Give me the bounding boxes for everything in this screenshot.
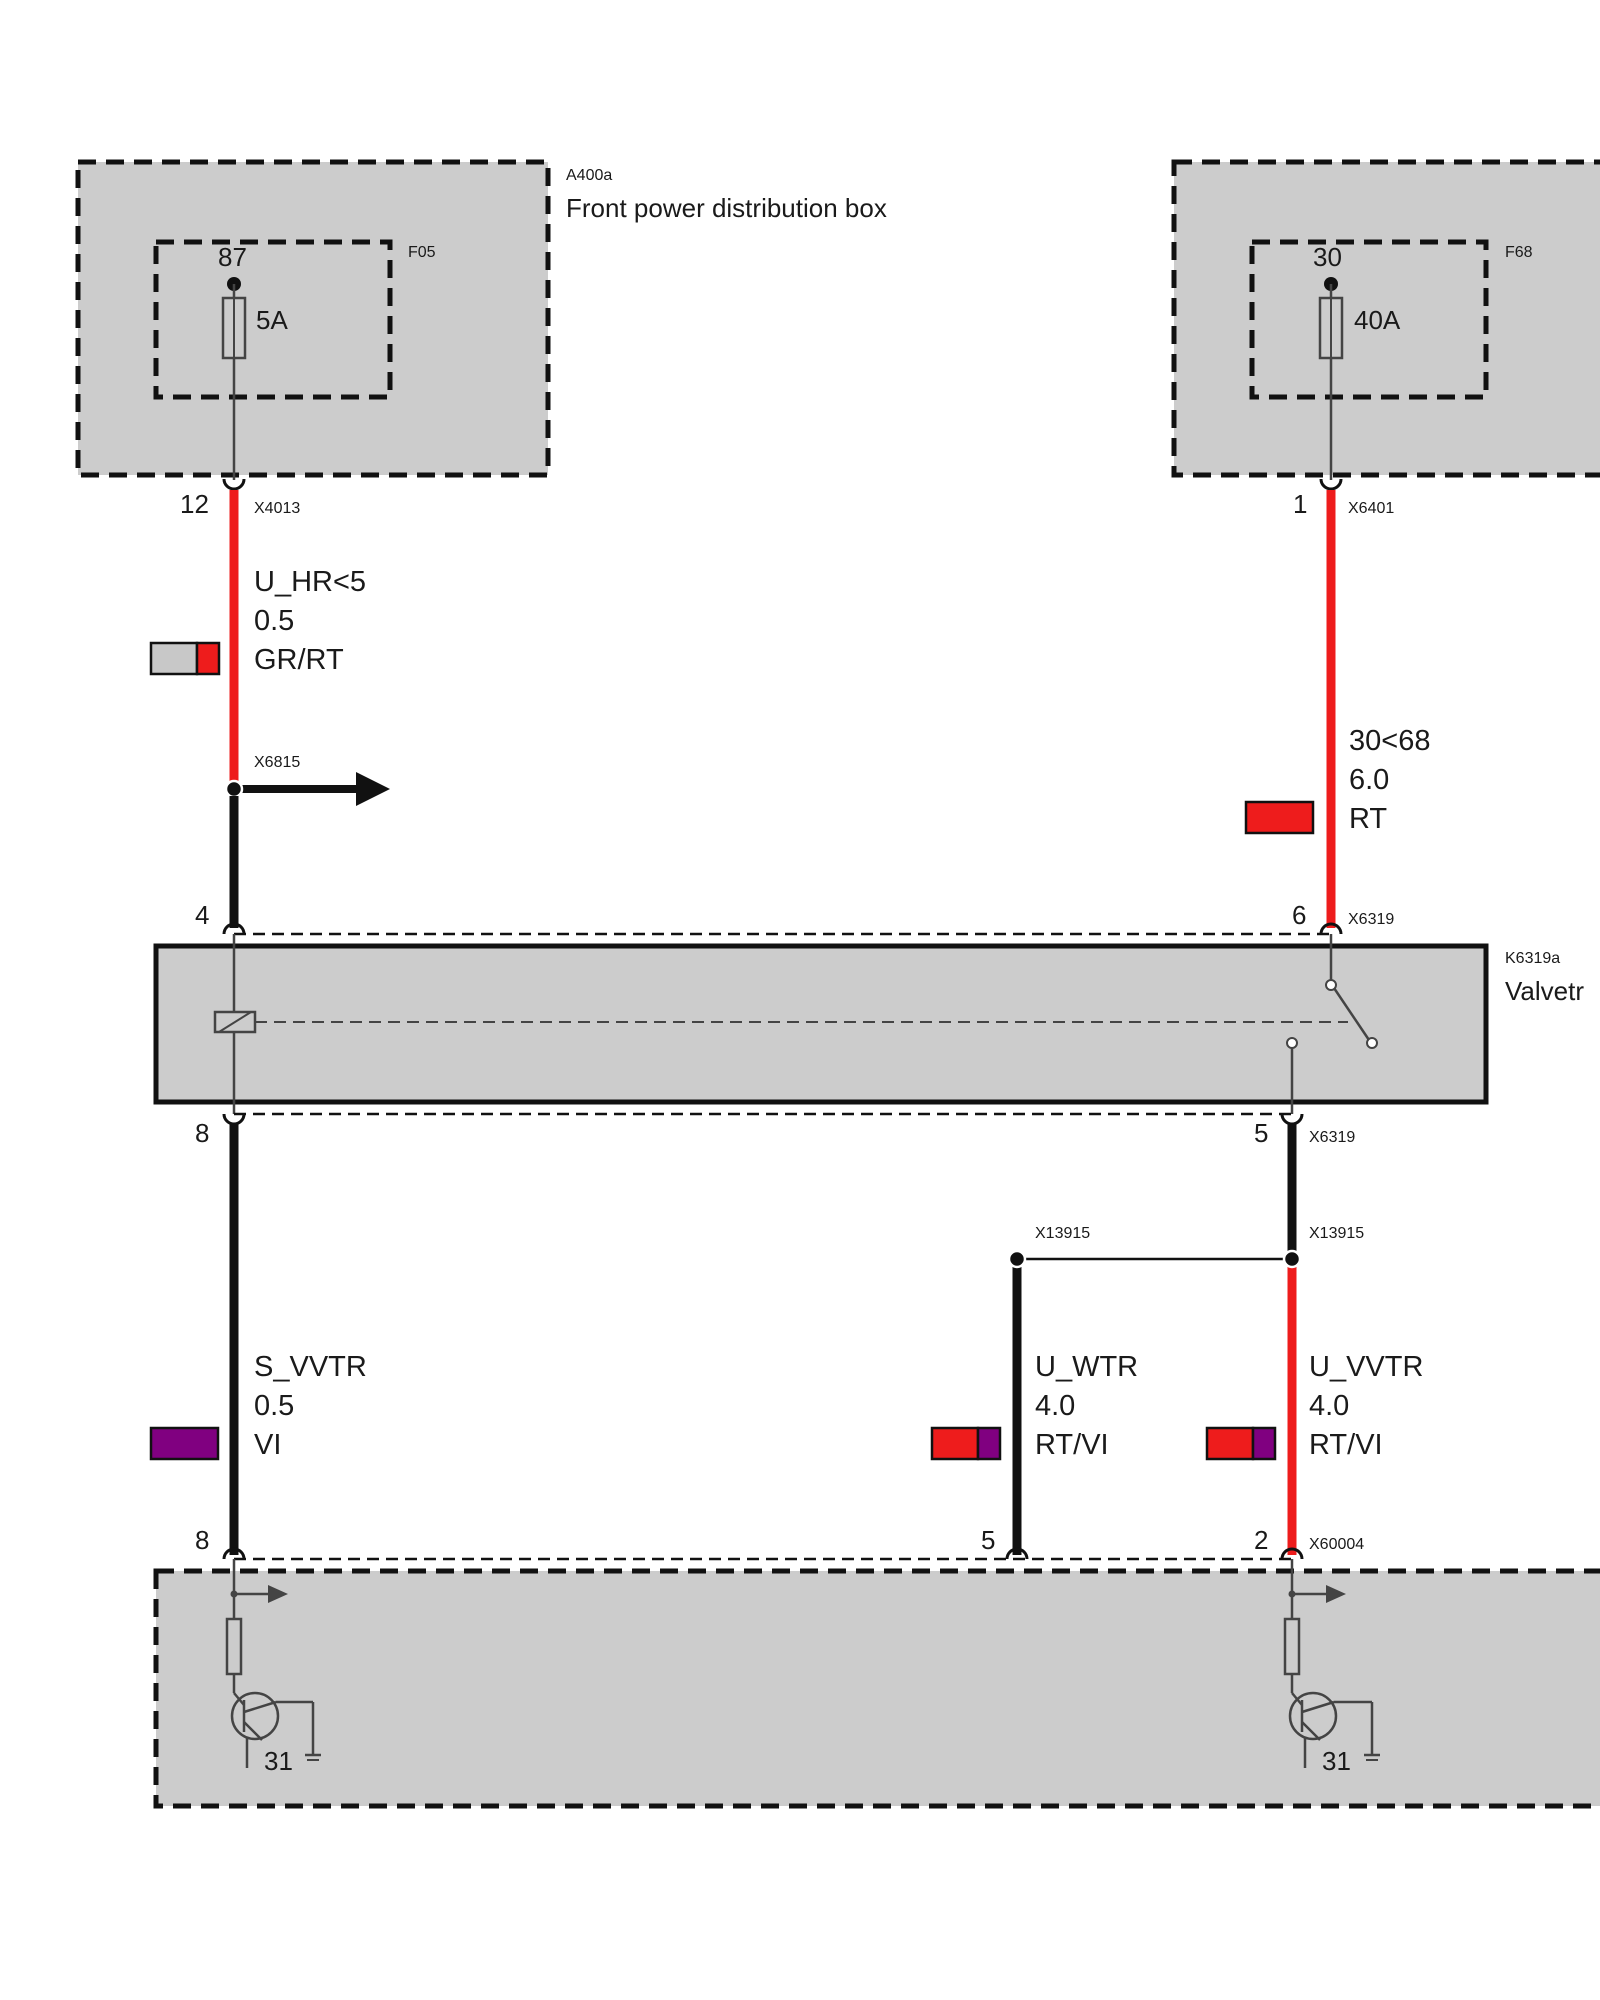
wire-30-68-gauge: 6.0 bbox=[1349, 764, 1389, 796]
ecu-module bbox=[153, 1568, 1600, 1809]
connector-x6401-pin: 1 bbox=[1293, 489, 1307, 519]
relay-pin-6-symbol bbox=[1319, 922, 1343, 935]
wire-30-68-signal: 30<68 bbox=[1349, 725, 1430, 757]
ecu-pin-5-label: 5 bbox=[981, 1525, 995, 1555]
ecu-pin-2-connector-id: X60004 bbox=[1309, 1536, 1364, 1553]
fuse-f68-housing bbox=[1249, 239, 1489, 400]
fuse-f05-rating: 5A bbox=[256, 305, 288, 335]
wire-30-68-color-swatch bbox=[1244, 800, 1315, 835]
relay-pin-6-label: 6 bbox=[1292, 900, 1306, 930]
relay-pin-6-connector-id: X6319 bbox=[1348, 911, 1394, 928]
wire-s-vvtr-gauge: 0.5 bbox=[254, 1390, 294, 1422]
fuse-box-left bbox=[75, 159, 551, 478]
relay-pin-5-connector-id: X6319 bbox=[1309, 1129, 1355, 1146]
wire-u-vvtr-signal: U_VVTR bbox=[1309, 1351, 1423, 1383]
relay-switch-open-contact bbox=[1366, 1037, 1378, 1049]
wire-u-vvtr-color-swatch bbox=[1205, 1426, 1277, 1461]
fuse-box-left-title: Front power distribution box bbox=[566, 193, 887, 223]
connector-x4013-symbol bbox=[222, 478, 246, 491]
relay-id: K6319a bbox=[1505, 950, 1560, 967]
splice-x13915-right-id: X13915 bbox=[1309, 1225, 1364, 1242]
ecu-pin-8-symbol bbox=[222, 1547, 246, 1560]
wire-u-hr-5-color-code: GR/RT bbox=[254, 644, 344, 676]
wire-s-vvtr-color-code: VI bbox=[254, 1429, 281, 1461]
wire-u-vvtr-color-code: RT/VI bbox=[1309, 1429, 1383, 1461]
wire-u-wtr-signal: U_WTR bbox=[1035, 1351, 1138, 1383]
relay-switch-blade bbox=[1332, 987, 1371, 1041]
ecu-pin-2-label: 2 bbox=[1254, 1525, 1268, 1555]
fuse-f05-housing bbox=[153, 239, 393, 400]
fuse-box-left-id: A400a bbox=[566, 167, 612, 184]
relay-housing bbox=[153, 943, 1489, 1105]
relay-pin-4-symbol bbox=[222, 922, 246, 935]
fuse-f05-pin: 87 bbox=[218, 242, 247, 272]
relay-pin-4-label: 4 bbox=[195, 900, 209, 930]
splice-x13915-right-node bbox=[1282, 1249, 1302, 1269]
fuse-box-right bbox=[1171, 159, 1600, 478]
wire-s-vvtr-color-swatch bbox=[149, 1426, 220, 1461]
ecu-ground-left-label: 31 bbox=[264, 1746, 293, 1776]
relay-coil-winding bbox=[218, 1011, 252, 1033]
splice-x13915-mid-id: X13915 bbox=[1035, 1225, 1090, 1242]
relay-pin-5-symbol bbox=[1280, 1113, 1304, 1126]
relay-title: Valvetr bbox=[1505, 976, 1584, 1006]
ecu-pin-2-symbol bbox=[1280, 1547, 1304, 1560]
ecu-pin-5-symbol bbox=[1005, 1547, 1029, 1560]
ecu-driver-stage-left bbox=[225, 1559, 321, 1768]
relay-pin-8-label: 8 bbox=[195, 1118, 209, 1148]
fuse-f68-id: F68 bbox=[1505, 244, 1533, 261]
splice-x6815-id: X6815 bbox=[254, 754, 300, 771]
splice-x6815-arrow bbox=[356, 772, 390, 806]
relay-switch-common-contact bbox=[1325, 979, 1337, 991]
wire-30-68-color-code: RT bbox=[1349, 803, 1387, 835]
ecu-pin-8-label: 8 bbox=[195, 1525, 209, 1555]
connector-x6401-id: X6401 bbox=[1348, 500, 1394, 517]
connector-x4013-pin: 12 bbox=[180, 489, 209, 519]
wire-u-hr-5-signal: U_HR<5 bbox=[254, 566, 366, 598]
connector-x4013-id: X4013 bbox=[254, 500, 300, 517]
ecu-driver-stage-right bbox=[1283, 1559, 1380, 1768]
wire-u-wtr-color-swatch bbox=[930, 1426, 1002, 1461]
ecu-ground-right-label: 31 bbox=[1322, 1746, 1351, 1776]
splice-x13915-mid-node bbox=[1007, 1249, 1027, 1269]
relay-pin-5-label: 5 bbox=[1254, 1118, 1268, 1148]
wire-u-wtr-gauge: 4.0 bbox=[1035, 1390, 1075, 1422]
wire-u-hr-5-gauge: 0.5 bbox=[254, 605, 294, 637]
wire-s-vvtr-signal: S_VVTR bbox=[254, 1351, 367, 1383]
relay-switch-output-contact bbox=[1286, 1037, 1298, 1049]
wire-u-vvtr-gauge: 4.0 bbox=[1309, 1390, 1349, 1422]
splice-x6815-node bbox=[224, 779, 244, 799]
connector-x6401-symbol bbox=[1319, 478, 1343, 491]
wire-u-hr-5-color-swatch bbox=[149, 641, 221, 676]
relay-pin-8-symbol bbox=[222, 1113, 246, 1126]
fuse-f05-id: F05 bbox=[408, 244, 436, 261]
wire-u-wtr-color-code: RT/VI bbox=[1035, 1429, 1109, 1461]
fuse-f68-rating: 40A bbox=[1354, 305, 1401, 335]
fuse-f68-pin: 30 bbox=[1313, 242, 1342, 272]
